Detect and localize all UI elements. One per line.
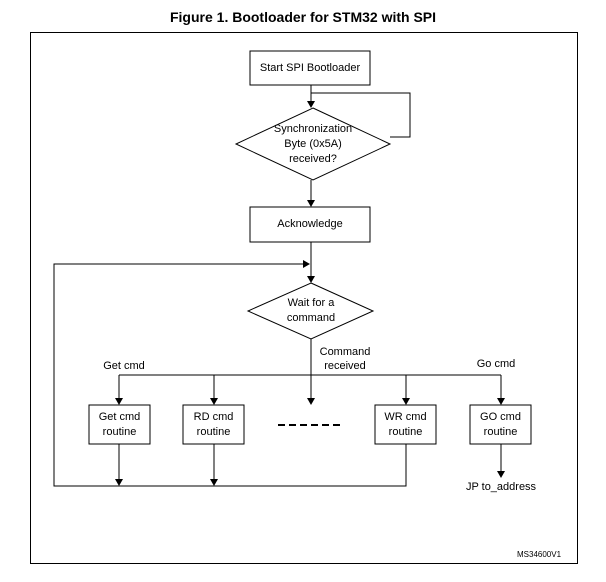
go-cmd-label: Go cmd <box>476 358 516 370</box>
wait-node-label: Wait for a command <box>286 297 336 324</box>
start-box <box>249 50 371 86</box>
figure-title: Figure 1. Bootloader for STM32 with SPI <box>169 9 437 25</box>
get-cmd-label: Get cmd <box>103 360 145 372</box>
figure-code: MS34600V1 <box>517 550 562 559</box>
get-routine-label: Get cmd routine <box>98 410 141 438</box>
ack-box <box>249 206 371 243</box>
go-routine-label: GO cmd routine <box>480 410 521 438</box>
rd-routine-label: RD cmd routine <box>193 410 234 438</box>
command-received-label: Command received <box>319 346 371 372</box>
start-node-label: Start SPI Bootloader <box>259 61 361 74</box>
get-box <box>88 404 151 445</box>
figure-frame <box>30 32 578 564</box>
ack-node-label: Acknowledge <box>277 218 343 230</box>
wr-routine-label: WR cmd routine <box>384 410 427 438</box>
jp-to-address-label: JP to_address <box>465 481 537 493</box>
sync-diamond <box>234 107 392 181</box>
sync-node-label: Synchronization Byte (0x5A) received? <box>273 122 353 165</box>
